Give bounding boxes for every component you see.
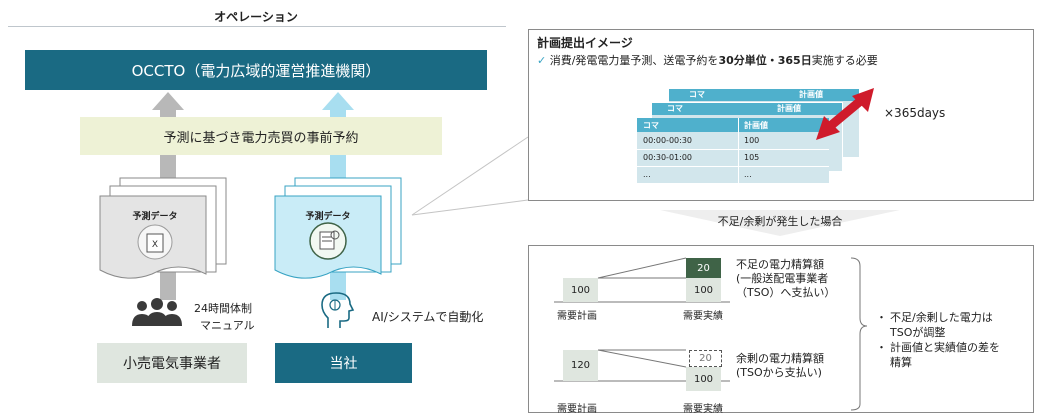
bullet-2-text: 計画値と実績値の差を — [890, 341, 1000, 354]
top-plan-box: 100 — [563, 278, 598, 302]
ai-document-icon — [309, 222, 347, 260]
check-icon: ✓ — [537, 54, 550, 67]
row2-plan: 105 — [738, 149, 829, 167]
top-actual-box: 100 — [686, 278, 721, 302]
back2-header-plan: 計画値 — [799, 90, 823, 99]
top-note-line3: （TSO）へ支払い） — [736, 286, 836, 299]
left-title: オペレーション — [214, 10, 298, 24]
excel-icon: X — [137, 224, 173, 260]
check-text-bold: 30分単位・365日 — [718, 54, 812, 67]
bottom-note-line1: 余剰の電力精算額 — [736, 352, 824, 365]
top-plan-label: 需要計画 — [557, 311, 597, 322]
settlement-panel — [528, 245, 1034, 413]
shortage-caption: 不足/余剰が発生した場合 — [717, 215, 843, 228]
days-label: ×365days — [884, 106, 946, 120]
back2-header-koma: コマ — [689, 90, 705, 99]
back1-header-koma: コマ — [667, 104, 683, 113]
bottom-note-line2: (TSOから支払い) — [736, 366, 822, 379]
top-actual-label: 需要実績 — [683, 311, 723, 322]
bullet-1-cont-text: TSOが調整 — [890, 326, 946, 339]
people-icon — [132, 298, 182, 326]
bottom-diff-box: 20 — [689, 350, 722, 367]
bottom-note: 余剰の電力精算額 (TSOから支払い) — [736, 352, 824, 380]
check-text-suffix: 実施する必要 — [811, 54, 878, 67]
company-box: 当社 — [275, 343, 412, 383]
red-double-arrow — [816, 88, 874, 140]
front-header-plan: 計画値 — [744, 120, 768, 130]
doc-stack-left — [99, 177, 227, 279]
doc-label-left: 予測データ — [132, 212, 178, 222]
retailer-box: 小売電気事業者 — [97, 343, 247, 383]
settlement-bullets: ・不足/余剰した電力は TSOが調整 ・計画値と実績値の差を 精算 — [876, 310, 1000, 370]
back1-header-plan: 計画値 — [777, 104, 801, 113]
bullet-2-cont-text: 精算 — [890, 356, 912, 369]
row1-plan: 100 — [738, 132, 829, 150]
ai-head-icon — [321, 292, 355, 328]
plan-table-front: コマ 計画値 00:00-00:30 100 00:30-01:00 105 .… — [637, 118, 829, 183]
bullet-1: ・不足/余剰した電力は — [876, 311, 993, 324]
bullet-1-cont: TSOが調整 — [876, 325, 1000, 340]
check-line: ✓ 消費/発電電力量予測、送電予約を30分単位・365日実施する必要 — [537, 52, 878, 68]
ai-automation-label: AI/システムで自動化 — [372, 310, 484, 324]
top-note-line2: (一般送配電事業者 — [736, 272, 829, 285]
ops-line1: 24時間体制 — [194, 302, 252, 315]
front-header-koma: コマ — [637, 118, 739, 132]
bottom-plan-box: 120 — [563, 350, 598, 381]
bottom-actual-label: 需要実績 — [683, 404, 723, 415]
reservation-band: 予測に基づき電力売買の事前予約 — [80, 117, 442, 155]
plan-panel — [528, 29, 1034, 201]
top-diff-box: 20 — [686, 258, 721, 278]
occto-box: OCCTO（電力広域的運営推進機関） — [25, 50, 487, 90]
left-title-rule — [8, 26, 506, 27]
ops-line2: マニュアル — [200, 319, 255, 332]
bullet-1-text: 不足/余剰した電力は — [890, 311, 993, 324]
row3-koma: ... — [637, 166, 739, 183]
bullet-2: ・計画値と実績値の差を — [876, 341, 1000, 354]
bullet-2-cont: 精算 — [876, 355, 1000, 370]
top-note: 不足の電力精算額 (一般送配電事業者 （TSO）へ支払い） — [736, 258, 835, 300]
plan-title: 計画提出イメージ — [537, 36, 633, 50]
down-wedge — [660, 210, 900, 236]
bottom-plan-label: 需要計画 — [557, 404, 597, 415]
bottom-actual-box: 100 — [686, 367, 721, 391]
top-note-line1: 不足の電力精算額 — [736, 258, 824, 271]
svg-text:X: X — [152, 240, 158, 250]
row1-koma: 00:00-00:30 — [637, 132, 739, 150]
row3-plan: ... — [744, 170, 752, 180]
row2-koma: 00:30-01:00 — [637, 149, 739, 167]
check-text-prefix: 消費/発電電力量予測、送電予約を — [549, 54, 719, 67]
doc-label-right: 予測データ — [305, 212, 351, 222]
